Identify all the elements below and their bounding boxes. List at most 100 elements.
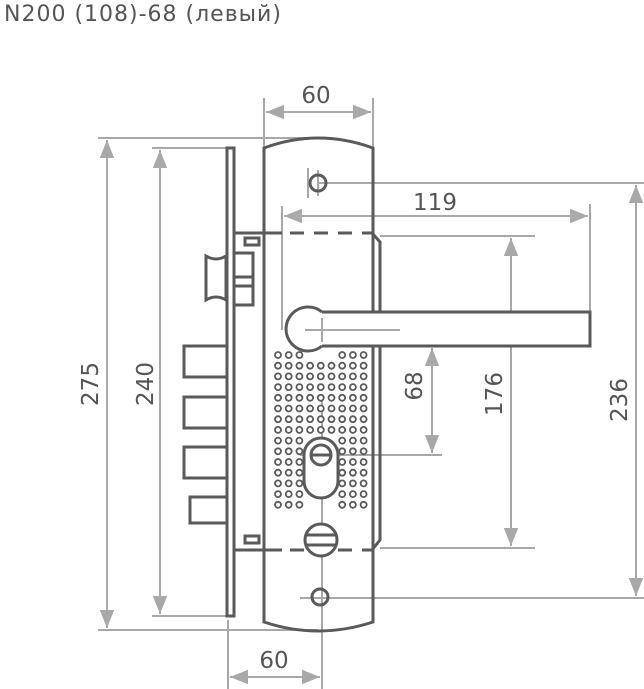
dim-label-236: 236 xyxy=(607,378,633,422)
mortise-lock-body xyxy=(182,146,382,618)
deadbolt-4 xyxy=(188,495,229,525)
dim-label-275: 275 xyxy=(78,362,104,406)
vent-dot xyxy=(295,425,304,434)
vent-dot xyxy=(274,436,282,445)
vent-dot xyxy=(284,361,293,370)
dim-label-240: 240 xyxy=(133,362,159,406)
vent-dot xyxy=(274,404,282,413)
vent-dot xyxy=(327,361,336,370)
vent-dot xyxy=(348,383,357,392)
vent-dot xyxy=(284,468,293,477)
vent-dot xyxy=(316,425,325,434)
vent-dot xyxy=(327,393,336,402)
vent-dot xyxy=(274,447,282,456)
vent-dot xyxy=(274,383,282,392)
vent-dot xyxy=(316,415,325,424)
vent-dot xyxy=(306,425,315,434)
vent-dot xyxy=(284,351,293,359)
vent-dot xyxy=(338,447,347,456)
vent-dot xyxy=(295,447,304,456)
vent-dot xyxy=(274,468,282,477)
vent-dot xyxy=(284,393,293,402)
vent-dot xyxy=(295,468,304,477)
vent-dot xyxy=(359,393,368,402)
vent-dot xyxy=(295,372,304,381)
vent-dot xyxy=(306,404,315,413)
drawing-title: N200 (108)-68 (левый) xyxy=(4,2,282,27)
vent-dot xyxy=(338,351,347,359)
vent-dot xyxy=(295,415,304,424)
vent-dot xyxy=(359,500,368,509)
vent-dot xyxy=(274,351,282,359)
vent-dot xyxy=(306,361,315,370)
vent-dot xyxy=(359,490,368,499)
vent-dot xyxy=(316,372,325,381)
vent-dot xyxy=(274,479,282,488)
dimension-lines xyxy=(98,98,644,689)
vent-dot xyxy=(284,404,293,413)
vent-dot xyxy=(348,361,357,370)
vent-dot xyxy=(359,479,368,488)
vent-dot xyxy=(359,372,368,381)
vent-dot xyxy=(359,458,368,466)
dim-label-68: 68 xyxy=(402,371,428,400)
vent-dot xyxy=(327,383,336,392)
vent-dot xyxy=(348,393,357,402)
vent-dot xyxy=(274,425,282,434)
vent-dot xyxy=(359,404,368,413)
vent-dot xyxy=(295,490,304,499)
vent-dot xyxy=(316,393,325,402)
vent-dot xyxy=(338,479,347,488)
vent-dot xyxy=(338,404,347,413)
vent-dot xyxy=(316,361,325,370)
vent-dot xyxy=(348,500,357,509)
vent-dot xyxy=(338,458,347,466)
vent-dot xyxy=(327,404,336,413)
thumbturn xyxy=(303,522,339,558)
vent-dot xyxy=(359,436,368,445)
vent-dot xyxy=(348,436,357,445)
vent-dot xyxy=(284,436,293,445)
vent-dot xyxy=(306,415,315,424)
vent-dot xyxy=(327,415,336,424)
dim-label-119: 119 xyxy=(413,190,457,216)
vent-dot xyxy=(338,383,347,392)
vent-dot xyxy=(359,383,368,392)
vent-dot xyxy=(284,415,293,424)
vent-dot xyxy=(348,458,357,466)
screw-hole-bottom xyxy=(310,587,330,607)
vent-dot xyxy=(274,458,282,466)
vent-dot xyxy=(274,415,282,424)
latch-housing xyxy=(232,251,255,307)
vent-dot xyxy=(359,415,368,424)
vent-dot xyxy=(348,425,357,434)
vent-dot xyxy=(316,383,325,392)
escutcheon-plate xyxy=(262,136,375,633)
vent-dot xyxy=(306,393,315,402)
vent-dot xyxy=(327,372,336,381)
vent-dot xyxy=(284,425,293,434)
vent-dot xyxy=(348,490,357,499)
vent-dot xyxy=(295,351,304,359)
deadbolt-3 xyxy=(182,445,229,480)
vent-dot xyxy=(284,490,293,499)
deadbolt-2 xyxy=(182,395,229,430)
vent-dot xyxy=(274,500,282,509)
vent-dot xyxy=(306,372,315,381)
vent-dot xyxy=(295,500,304,509)
vent-dot xyxy=(359,361,368,370)
vent-dot xyxy=(295,361,304,370)
vent-dot xyxy=(284,447,293,456)
vent-dot xyxy=(348,468,357,477)
vent-dot xyxy=(338,468,347,477)
vent-dot xyxy=(284,458,293,466)
vent-dot xyxy=(348,479,357,488)
vent-dot xyxy=(274,490,282,499)
vent-dot xyxy=(359,447,368,456)
vent-dot xyxy=(359,468,368,477)
vent-dot xyxy=(306,383,315,392)
dim-label-60-bottom: 60 xyxy=(259,648,288,674)
dim-label-60-top: 60 xyxy=(301,83,330,109)
vent-dot xyxy=(274,372,282,381)
